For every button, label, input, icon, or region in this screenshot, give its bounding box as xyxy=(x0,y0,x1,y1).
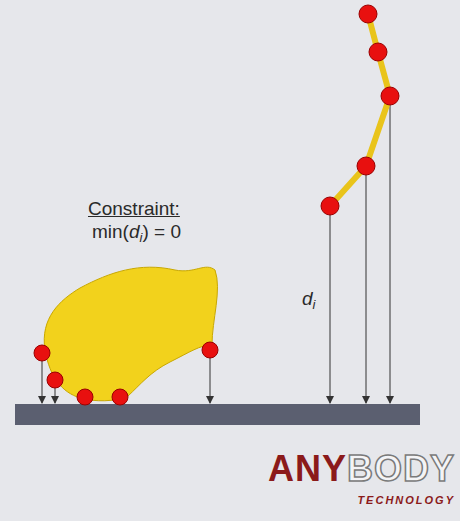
constraint-heading: Constraint: xyxy=(88,198,180,220)
logo-tagline: TECHNOLOGY xyxy=(357,490,455,508)
logo-text: BODY xyxy=(347,448,455,489)
distance-label: di xyxy=(302,288,315,312)
logo-subtext: TECHNOLOGY xyxy=(357,494,455,506)
floor xyxy=(15,404,420,425)
variable-symbol: d xyxy=(129,221,140,242)
contact-arrows xyxy=(42,104,390,403)
formula-text: min( xyxy=(92,221,129,242)
heading-label: Constraint: xyxy=(88,198,180,219)
segment-chain xyxy=(330,14,390,206)
contact-points xyxy=(34,5,399,405)
constraint-formula: min(di) = 0 xyxy=(92,221,181,245)
variable-symbol: d xyxy=(302,288,313,309)
subscript: i xyxy=(140,230,143,245)
logo: ANYBODY xyxy=(268,448,455,490)
logo-text: ANY xyxy=(268,448,347,489)
formula-text: ) = 0 xyxy=(142,221,181,242)
bone-shape xyxy=(44,267,217,401)
subscript: i xyxy=(313,297,316,312)
